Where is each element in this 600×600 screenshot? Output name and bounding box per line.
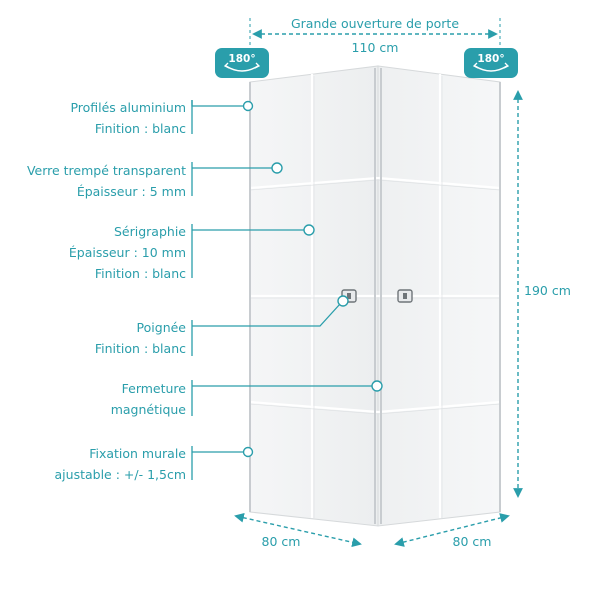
- aluminium-profiles: [249, 68, 501, 524]
- label-magnetic-1: Fermeture: [122, 381, 187, 396]
- label-serigraphy-3: Finition : blanc: [95, 266, 186, 281]
- top-dimension: Grande ouverture de porte 110 cm: [249, 15, 501, 55]
- label-glass-2: Épaisseur : 5 mm: [77, 184, 186, 199]
- enclosure: [249, 65, 501, 527]
- label-wall-2: ajustable : +/- 1,5cm: [55, 467, 186, 482]
- label-handle-1: Poignée: [137, 320, 187, 335]
- top-width-label: 110 cm: [352, 40, 399, 55]
- callouts: [191, 100, 372, 480]
- label-glass-1: Verre trempé transparent: [27, 163, 186, 178]
- callout-dot-icon: [242, 100, 383, 458]
- label-profiles-2: Finition : blanc: [95, 121, 186, 136]
- label-profiles-1: Profilés aluminium: [70, 100, 186, 115]
- height-dimension: 190 cm: [513, 90, 571, 498]
- label-magnetic-2: magnétique: [111, 402, 187, 417]
- badge-right-text: 180°: [477, 53, 504, 65]
- badge-right: 180°: [464, 48, 518, 78]
- depth-dimensions: 80 cm 80 cm: [234, 512, 510, 549]
- callout-labels: Profilés aluminium Finition : blanc Verr…: [27, 100, 186, 482]
- left-depth-label: 80 cm: [262, 534, 301, 549]
- height-label: 190 cm: [524, 283, 571, 298]
- label-serigraphy-1: Sérigraphie: [114, 224, 186, 239]
- badge-left: 180°: [215, 48, 269, 78]
- right-depth-label: 80 cm: [453, 534, 492, 549]
- top-caption: Grande ouverture de porte: [291, 16, 459, 31]
- badge-left-text: 180°: [228, 53, 255, 65]
- label-handle-2: Finition : blanc: [95, 341, 186, 356]
- label-serigraphy-2: Épaisseur : 10 mm: [69, 245, 186, 260]
- label-wall-1: Fixation murale: [89, 446, 186, 461]
